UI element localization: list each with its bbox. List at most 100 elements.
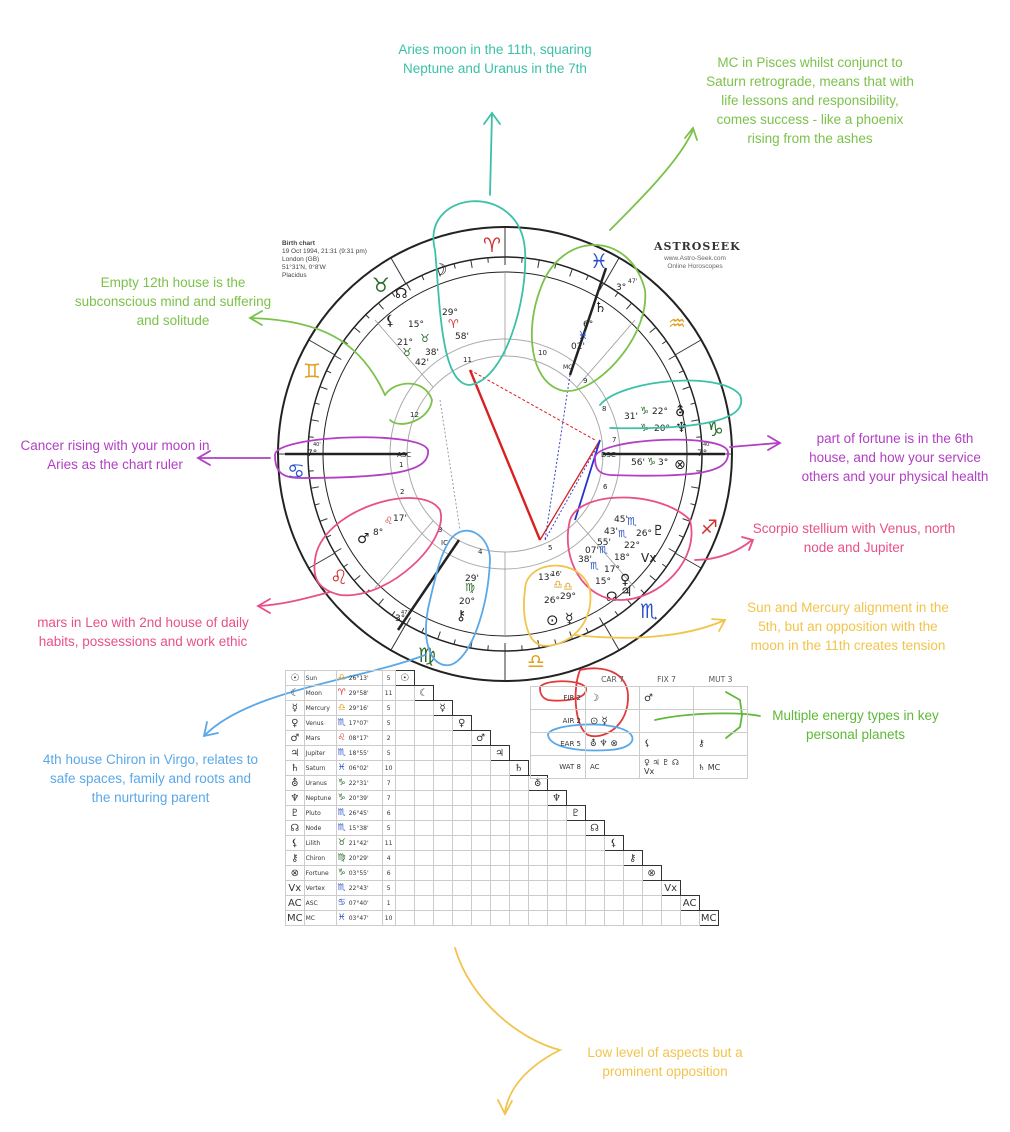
diagonal-symbol: ⚸ [603,835,624,851]
aspect-cell [527,850,548,866]
svg-text:♎: ♎ [563,580,573,593]
aspect-cell [394,910,415,926]
aspect-cell [432,760,453,776]
annotation-sun-mercury: Sun and Mercury alignment in the 5th, bu… [747,600,949,653]
chart-house-system: Placidus [282,272,307,279]
degree-tick [334,355,342,360]
aspect-cell [565,865,586,881]
degree-tick [626,302,633,310]
diagonal-symbol: ☊ [584,820,605,836]
planet-name: Jupiter [303,745,337,761]
degree-value: 22°31' [348,780,369,787]
planet-symbol: ♄ [285,760,305,776]
diagonal-symbol: ☾ [413,685,434,701]
svg-text:⛢: ⛢ [675,404,685,420]
aspect-cell [508,895,529,911]
svg-text:♈: ♈ [483,233,501,257]
svg-text:12: 12 [410,411,419,419]
svg-text:16': 16' [551,570,562,578]
sign-glyph: ♏ [337,748,346,758]
aspect-cell [508,775,529,791]
svg-text:17°: 17° [604,565,620,575]
planet-position: ♎29°16' [335,700,383,716]
svg-text:♑: ♑ [640,406,649,417]
planet-name: Sun [303,670,337,686]
svg-text:40': 40' [313,442,321,448]
svg-text:15°: 15° [595,577,611,587]
svg-text:⚷: ⚷ [456,608,466,624]
degree-tick [599,617,604,625]
aspect-cell [489,895,510,911]
house-number: 5 [381,670,396,686]
planet-symbol: ☊ [285,820,305,836]
sign-glyph: ♓ [337,763,346,773]
svg-text:♍: ♍ [418,643,436,667]
svg-text:45': 45' [614,515,628,525]
svg-text:22°: 22° [652,407,668,417]
aspect-cell [489,835,510,851]
degree-tick [569,268,573,277]
diagonal-symbol: ⚷ [622,850,643,866]
house-number: 5 [381,715,396,731]
svg-text:♇: ♇ [652,523,665,539]
aspect-cell [451,865,472,881]
planet-position: ♈29°58' [335,685,383,701]
planet-symbol: MC [285,910,305,926]
annotation-empty-12th: Empty 12th house is the subconscious min… [74,275,272,328]
aspect-cell [584,865,605,881]
planet-name: Chiron [303,850,337,866]
degree-tick [668,355,676,360]
aspect-cell [527,790,548,806]
planet-symbol: ☾ [285,685,305,701]
aspect-cell [394,895,415,911]
aspect-cell [546,805,567,821]
aspect-cell [413,865,434,881]
degree-tick [682,386,691,390]
aspect-cell [660,910,681,926]
degree-tick [585,627,589,633]
aspect-row: ⊗Fortune♑03°55'6⊗ [285,865,719,881]
degree-tick [391,292,396,298]
degree-tick [691,419,700,422]
aspect-cell [584,910,605,926]
planet-position: ♑03°55' [335,865,383,881]
elem-cell: ♂ [639,686,694,710]
planet-position: ♏15°38' [335,820,383,836]
planet-name: Fortune [303,865,337,881]
svg-text:⊙: ⊙ [546,611,559,629]
planet-symbol: ♇ [285,805,305,821]
degree-tick [640,589,645,594]
aspect-cell [394,820,415,836]
aspect-cell [413,760,434,776]
diagonal-symbol: Vx [660,880,681,896]
svg-text:♉: ♉ [372,273,390,297]
degree-tick [585,275,589,281]
svg-text:☿: ☿ [565,611,574,627]
elem-label-wat: WAT 8 [530,755,586,779]
aspect-cell [489,865,510,881]
aspect-row: ☊Node♏15°38'5☊ [285,820,719,836]
svg-text:58': 58' [455,332,469,342]
degree-tick [319,518,328,522]
logo-tagline: Online Horoscopes [667,263,723,270]
elem-header-fix: FIX 7 [657,674,676,684]
elem-header-blank [531,672,586,687]
aspect-cell [489,775,510,791]
sign-glyph: ♑ [337,793,346,803]
aspect-cell [394,730,415,746]
house-number: 7 [381,775,396,791]
svg-text:♉: ♉ [420,332,430,345]
svg-text:♄: ♄ [594,300,607,316]
aspect-cell [508,820,529,836]
svg-text:♏: ♏ [599,545,608,556]
svg-text:☽: ☽ [433,260,447,279]
aspect-cell [470,760,491,776]
aspect-cell [470,775,491,791]
degree-tick [314,503,320,506]
sign-glyph: ♏ [337,823,346,833]
aspect-cell [603,865,624,881]
degree-tick [391,610,396,616]
svg-text:♓: ♓ [590,249,608,273]
